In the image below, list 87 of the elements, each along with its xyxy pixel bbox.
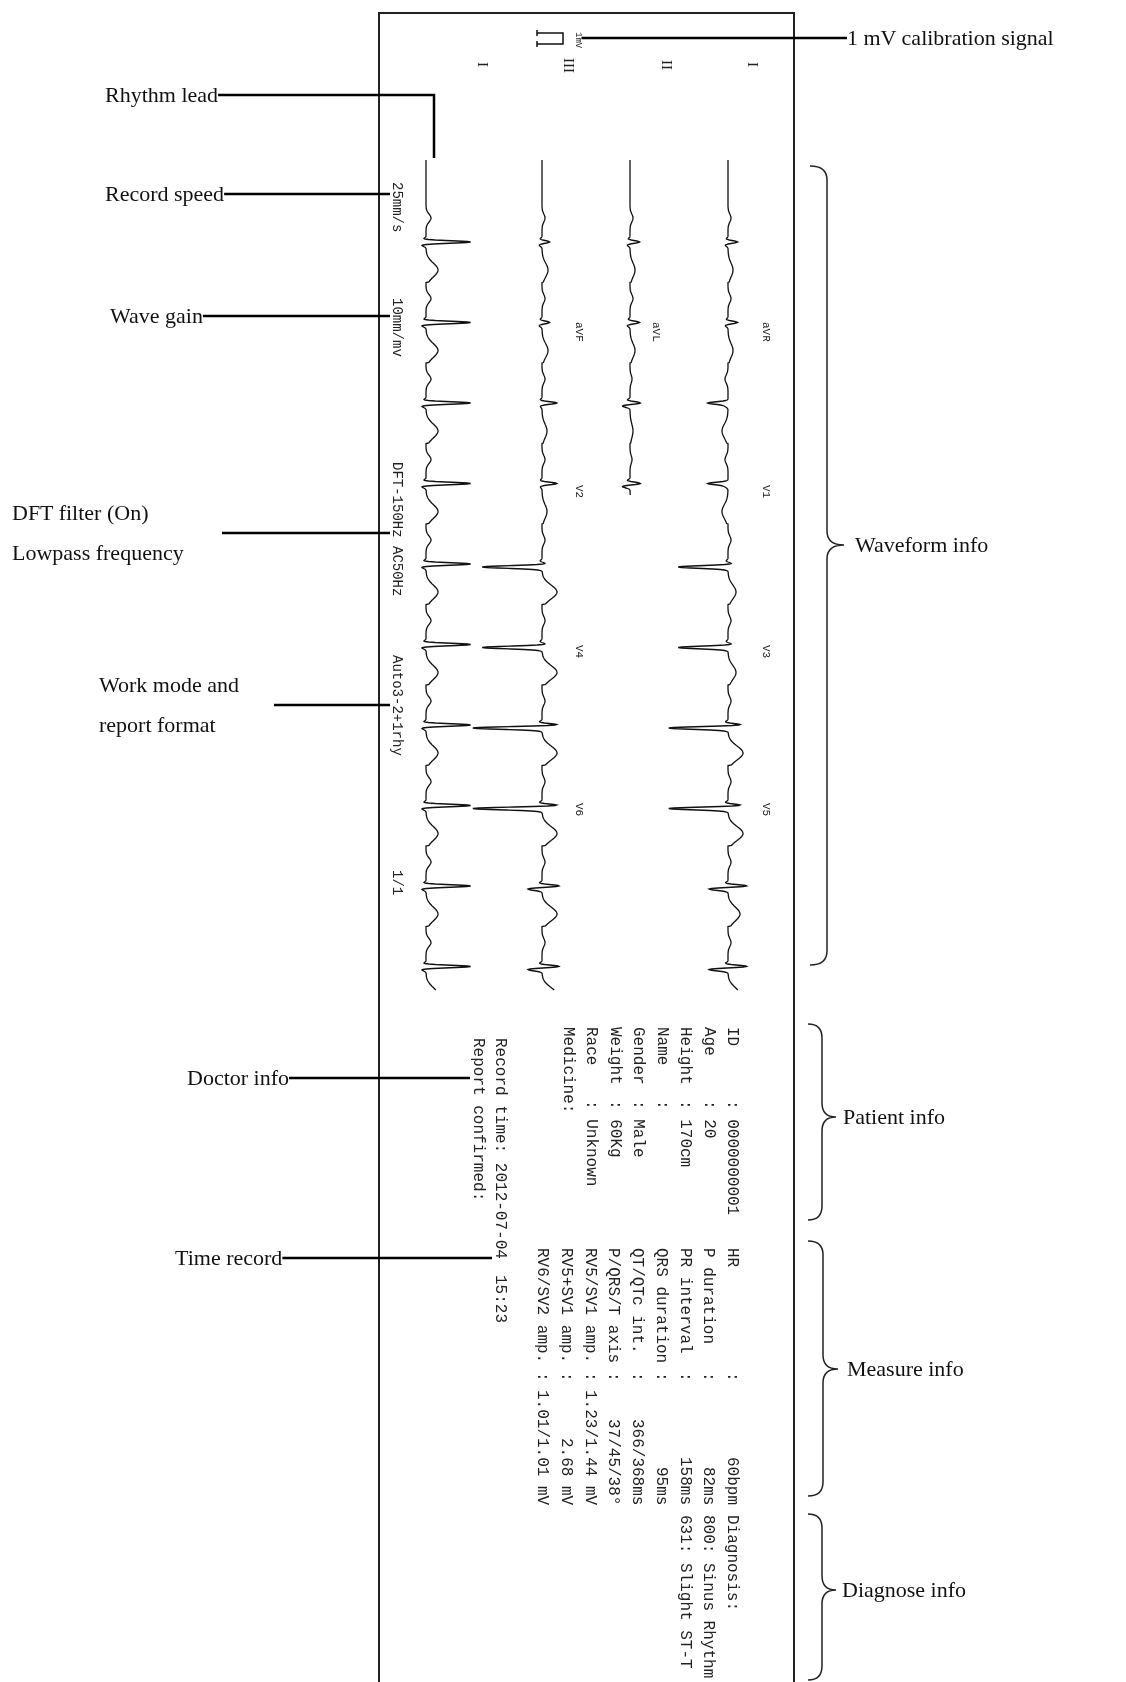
report-text: 60bpm	[724, 1457, 740, 1505]
report-text: : 0000000001	[724, 1100, 740, 1216]
lead-label: V1	[759, 485, 771, 499]
report-text: 95ms	[652, 1467, 669, 1506]
report-text: 158ms	[676, 1457, 693, 1505]
filter-setting-text: DFT-150Hz AC50Hz	[390, 462, 404, 597]
report-text: 37/45/38°	[605, 1419, 622, 1506]
report-text: Race	[583, 1027, 599, 1066]
report-text: Gender	[630, 1027, 646, 1085]
report-text: HR	[724, 1248, 740, 1268]
lead-label: V6	[572, 803, 584, 817]
report-text: RV5+SV1 amp.	[557, 1248, 574, 1364]
report-text: : 60Kg	[606, 1100, 623, 1158]
callout-text: DFT filter (On) Lowpass frequency	[12, 493, 222, 573]
report-text: 1.01/1.01 mV	[534, 1390, 550, 1506]
callout-text: Rhythm lead	[105, 75, 219, 115]
lead-label: III	[560, 58, 576, 73]
report-text: Medicine:	[559, 1027, 576, 1114]
leader-line	[581, 36, 847, 40]
report-text: : 20	[700, 1100, 717, 1139]
callout-text: Record speed	[105, 174, 225, 214]
leader-line	[218, 93, 436, 158]
lead-label: I	[744, 62, 760, 67]
report-text: Name	[653, 1027, 670, 1066]
callout-text: Time record	[175, 1238, 283, 1278]
report-text: Height	[677, 1027, 693, 1085]
callout-text: Doctor info	[187, 1058, 290, 1098]
report-text: P/QRS/T axis	[605, 1248, 622, 1364]
lead-label: V3	[759, 645, 771, 659]
report-text: :	[653, 1100, 670, 1110]
report-text: RV6/SV2 amp.	[534, 1248, 550, 1364]
record-speed-text: 25mm/s	[390, 182, 404, 233]
lead-label: aVL	[649, 322, 661, 342]
page-number: 1/1	[390, 870, 404, 896]
leader-line	[289, 1076, 470, 1080]
section-label: Measure info	[847, 1356, 964, 1382]
lead-label: I	[474, 62, 490, 67]
report-text: RV5/SV1 amp.	[581, 1248, 598, 1364]
callout-text: Work mode and report format	[99, 665, 274, 745]
report-text: :	[724, 1372, 740, 1382]
lead-label: V4	[572, 645, 584, 659]
report-text: 2.68 mV	[557, 1438, 574, 1506]
report-text: :	[652, 1372, 669, 1382]
lead-label: aVF	[572, 322, 584, 342]
report-text: 631: Slight ST-T	[676, 1515, 693, 1669]
report-text: 366/368ms	[629, 1419, 645, 1506]
work-mode-text: Auto3-2+1rhy	[390, 655, 404, 756]
report-text: : 170cm	[677, 1100, 693, 1168]
report-text: :	[629, 1372, 645, 1382]
report-text: 800: Sinus Rhythm	[700, 1515, 717, 1679]
calibration-text: 1mV	[572, 32, 582, 49]
leader-line	[274, 703, 390, 707]
lead-label: II	[658, 60, 674, 70]
leader-line	[222, 531, 390, 535]
section-label: Waveform info	[855, 532, 989, 558]
report-text: P duration	[700, 1248, 717, 1344]
callout-text: 1 mV calibration signal	[847, 18, 1054, 58]
wave-gain-text: 10mm/mv	[390, 298, 404, 357]
report-text: :	[605, 1372, 622, 1382]
report-text: QT/QTc int.	[629, 1248, 645, 1354]
callout-text: Wave gain	[110, 296, 203, 336]
report-text: 82ms	[700, 1467, 717, 1506]
report-text: PR interval	[676, 1248, 693, 1354]
section-label: Diagnose info	[842, 1577, 967, 1603]
report-text: Weight	[606, 1027, 623, 1085]
report-text: ID	[724, 1027, 740, 1047]
report-text: :	[581, 1372, 598, 1382]
report-text: Diagnosis:	[724, 1515, 740, 1611]
report-text: 15:23	[492, 1275, 508, 1323]
report-text: Record time: 2012-07-04	[492, 1038, 508, 1259]
lead-label: V5	[759, 803, 771, 817]
report-text: Report confirmed:	[470, 1038, 486, 1202]
report-text: 1.23/1.44 mV	[581, 1390, 598, 1506]
report-text: QRS duration	[652, 1248, 669, 1364]
leader-line	[224, 192, 390, 196]
report-text: :	[557, 1372, 574, 1382]
report-text: :	[700, 1372, 717, 1382]
report-text: :	[534, 1372, 550, 1382]
leader-line	[282, 1256, 492, 1260]
leader-line	[202, 314, 390, 318]
lead-label: V2	[572, 485, 584, 499]
report-text: : Unknown	[583, 1100, 599, 1187]
section-label: Patient info	[843, 1104, 946, 1130]
lead-label: aVR	[759, 322, 771, 342]
report-text: : Male	[630, 1100, 646, 1158]
report-text: :	[676, 1372, 693, 1382]
report-text: Age	[700, 1027, 717, 1056]
